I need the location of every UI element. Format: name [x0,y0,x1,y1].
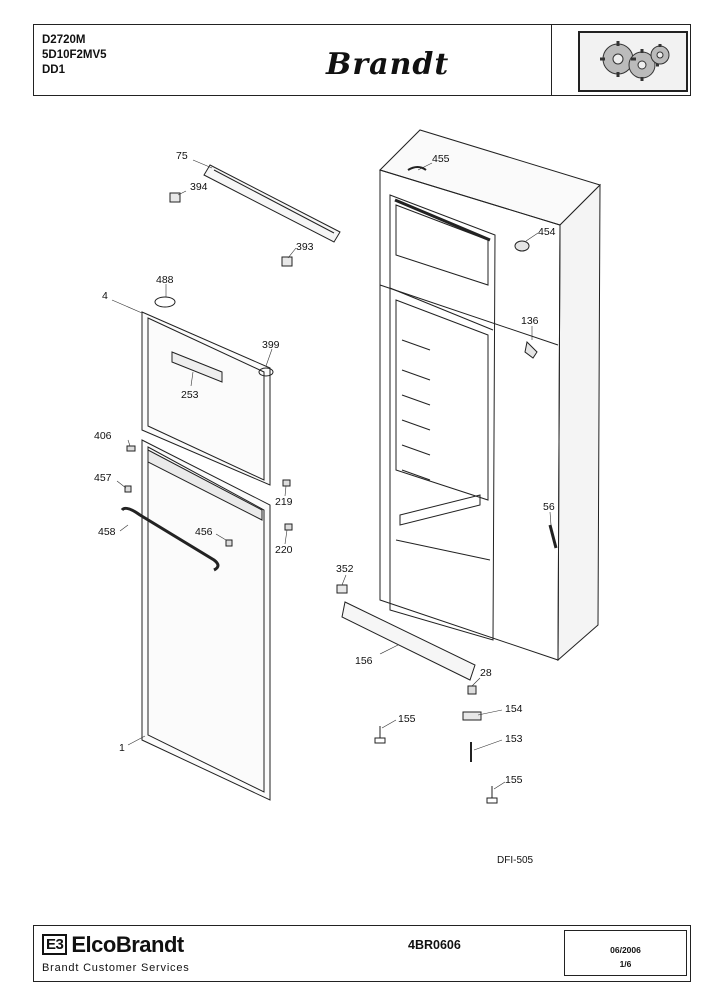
gears-icon [578,31,688,92]
part-label: 352 [336,563,354,575]
part-label: 456 [195,526,213,538]
part-label: 155 [398,713,416,725]
part-label: 219 [275,496,293,508]
part-label: 406 [94,430,112,442]
part-label: 28 [480,667,492,679]
part-label: 220 [275,544,293,556]
model-line: D2720M [42,34,86,46]
part-label: 75 [176,150,188,162]
part-label: 4 [102,290,108,302]
part-label: 56 [543,501,555,513]
brand-logo: Brandt [326,47,450,82]
header-divider [551,25,552,95]
part-labels: 75 394 393 488 4 399 253 406 457 458 456… [94,150,556,786]
part-label: 455 [432,153,450,165]
company-name: ElcoBrandt [71,932,184,957]
freezer-door [141,296,274,486]
part-label: 136 [521,315,539,327]
part-label: 253 [181,389,199,401]
part-label: 458 [98,526,116,538]
document-date: 06/2006 [610,945,641,955]
logo-mark: E3 [42,934,68,955]
document-code: 4BR0606 [408,938,461,952]
company-subtitle: Brandt Customer Services [42,962,190,974]
fridge-door [141,439,271,801]
part-label: 393 [296,241,314,253]
part-label: 154 [505,703,523,715]
part-label: 457 [94,472,112,484]
date-box: 06/2006 1/6 [564,930,687,976]
part-label: 399 [262,339,280,351]
part-label: 155 [505,774,523,786]
page-number: 1/6 [619,959,632,969]
header-frame: D2720M 5D10F2MV5 DD1 Brandt [33,24,691,96]
model-list: D2720M 5D10F2MV5 DD1 [42,33,107,78]
model-line: 5D10F2MV5 [42,49,107,61]
cabinet [379,129,601,662]
part-label: 488 [156,274,174,286]
part-label: 1 [119,742,125,754]
model-line: DD1 [42,64,66,76]
part-label: 153 [505,733,523,745]
part-label: 394 [190,181,208,193]
part-label: 454 [538,226,556,238]
part-label: 156 [355,655,373,667]
drawing-reference: DFI-505 [497,855,534,866]
